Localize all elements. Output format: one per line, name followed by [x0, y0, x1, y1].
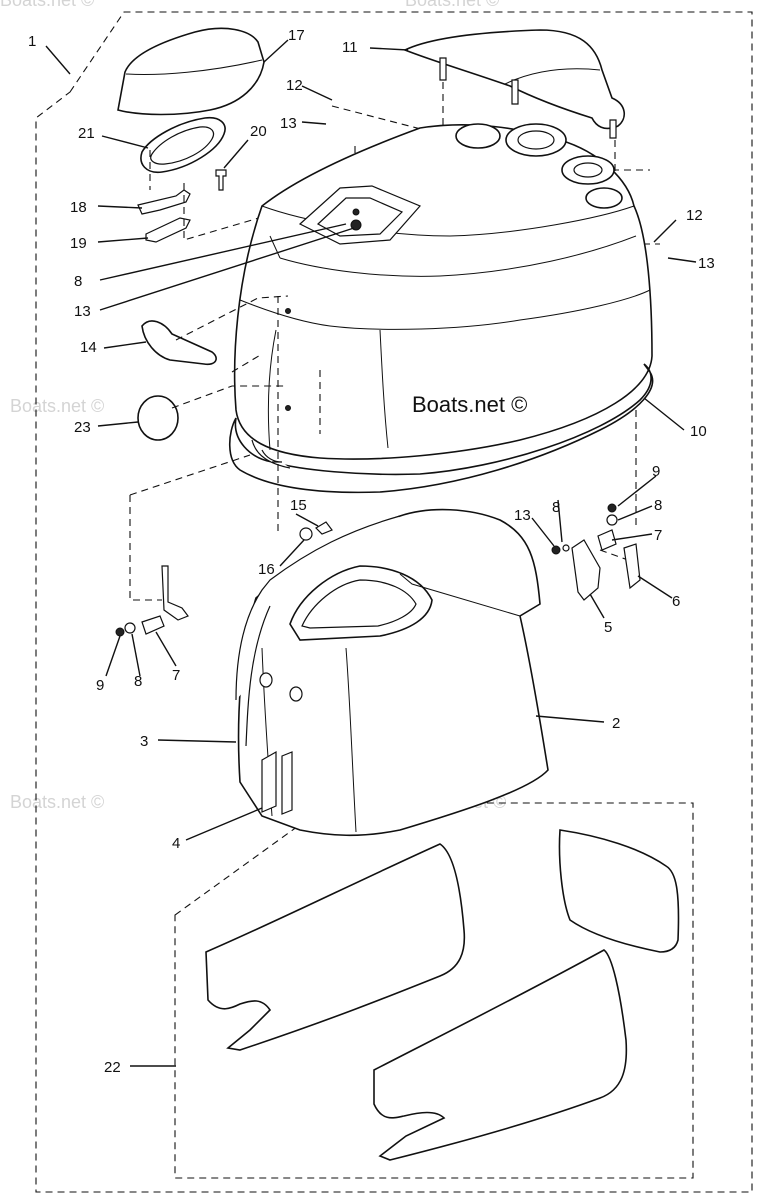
clip-part-19: [145, 217, 191, 243]
callout-18: 18: [70, 199, 87, 216]
callout-3: 3: [140, 733, 148, 750]
washer-part-16: [299, 527, 313, 541]
callout-13-left: 13: [74, 303, 91, 320]
watermark-faint-left: Boats.net ©: [10, 396, 104, 416]
callout-9-left: 9: [96, 677, 104, 694]
callout-17: 17: [288, 27, 305, 44]
bolt-part-15: [315, 521, 333, 535]
callout-6: 6: [672, 593, 680, 610]
callout-5: 5: [604, 619, 612, 636]
callout-1: 1: [28, 33, 36, 50]
latch-pin-right: [597, 529, 617, 551]
callout-21: 21: [78, 125, 95, 142]
callout-9-right: 9: [652, 463, 660, 480]
callout-8-top: 8: [74, 273, 82, 290]
callout-8-left: 8: [134, 673, 142, 690]
callout-8-latch: 8: [552, 499, 560, 516]
watermark-faint-top: Boats.net ©: [405, 0, 499, 10]
top-cover-part-11: [403, 29, 625, 130]
callout-13-right: 13: [698, 255, 715, 272]
decal-large-right: [373, 949, 628, 1161]
callout-23: 23: [74, 419, 91, 436]
callout-22: 22: [104, 1059, 121, 1076]
callout-19: 19: [70, 235, 87, 252]
notch-part-4: [261, 750, 277, 813]
leader-lines: [45, 39, 697, 1067]
decal-large-left: [205, 843, 466, 1051]
callout-16: 16: [258, 561, 275, 578]
callout-12-right: 12: [686, 207, 703, 224]
seal-part-10: [228, 363, 654, 494]
callout-14: 14: [80, 339, 97, 356]
callout-20: 20: [250, 123, 267, 140]
callout-12-top: 12: [286, 77, 303, 94]
callout-numbers: 1 17 11 12 13 20 21 18 19 8 13 14 23 12 …: [28, 27, 715, 1076]
callout-15: 15: [290, 497, 307, 514]
watermark-faint-top-left: Boats.net ©: [0, 0, 94, 10]
callout-7-left: 7: [172, 667, 180, 684]
callout-13-latch: 13: [514, 507, 531, 524]
plug-part-23: [137, 395, 179, 441]
assembly-boundary: [35, 11, 753, 1193]
callout-11: 11: [342, 39, 358, 56]
latch-bracket-part-5: [571, 539, 601, 601]
latch-pin-left: [141, 615, 165, 635]
callout-7-right: 7: [654, 527, 662, 544]
callout-2: 2: [612, 715, 620, 732]
screw-part-20: [215, 169, 227, 191]
callout-13-top: 13: [280, 115, 297, 132]
watermark-faint-bottom-left: Boats.net ©: [10, 792, 104, 812]
decal-small-right: [558, 829, 680, 953]
bracket-part-18: [137, 189, 191, 215]
latch-plate-part-6: [623, 543, 641, 590]
callout-10: 10: [690, 423, 707, 440]
latch-hook-left: [161, 565, 189, 621]
callout-4: 4: [172, 835, 180, 852]
lever-part-14: [141, 320, 217, 366]
watermark-main: Boats.net ©: [412, 392, 527, 417]
callout-8-right: 8: [654, 497, 662, 514]
